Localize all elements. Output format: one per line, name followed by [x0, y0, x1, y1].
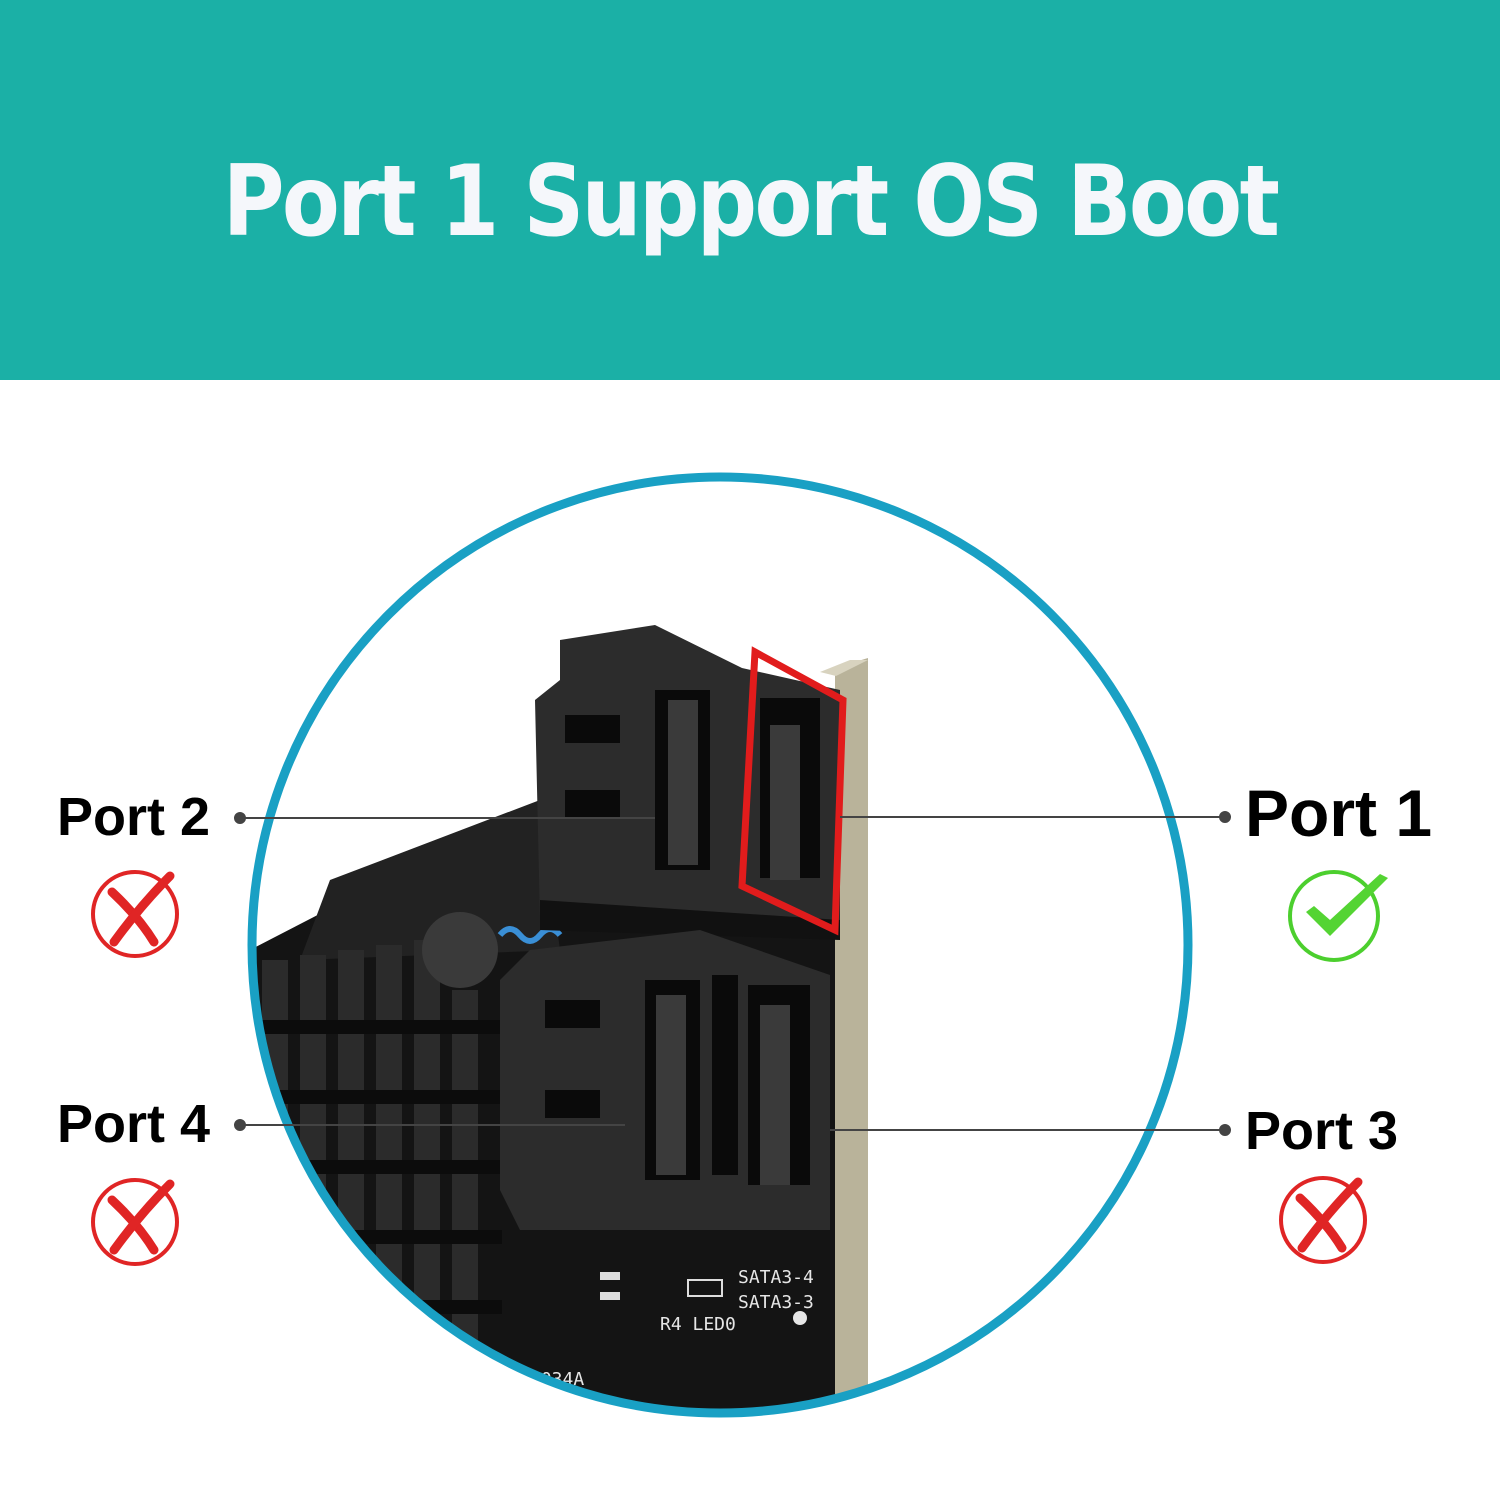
silk-sata3-4: SATA3-4: [738, 1267, 814, 1288]
banner-title: Port 1 Support OS Boot: [222, 145, 1280, 259]
port1-highlight-box: [738, 646, 847, 936]
header-banner: Port 1 Support OS Boot: [0, 0, 1500, 380]
port2-label: Port 2: [57, 787, 211, 847]
port1-label: Port 1: [1245, 776, 1433, 850]
card-photo: SATA3-4 SATA3-3 R4 LED0 7034A: [252, 477, 1188, 1413]
leader-lines: [234, 811, 1231, 1136]
port1-check-icon: [1288, 870, 1388, 962]
port2-cross-icon: [91, 870, 179, 958]
port4-label: Port 4: [57, 1094, 211, 1154]
inductor: [422, 912, 498, 988]
port3-cross-icon: [1279, 1176, 1367, 1264]
port3-label: Port 3: [1245, 1101, 1399, 1161]
silk-r4-led0: R4 LED0: [660, 1314, 736, 1335]
silk-sata3-3: SATA3-3: [738, 1292, 814, 1313]
port4-cross-icon: [91, 1178, 179, 1266]
zoom-ring: [247, 472, 1193, 1418]
